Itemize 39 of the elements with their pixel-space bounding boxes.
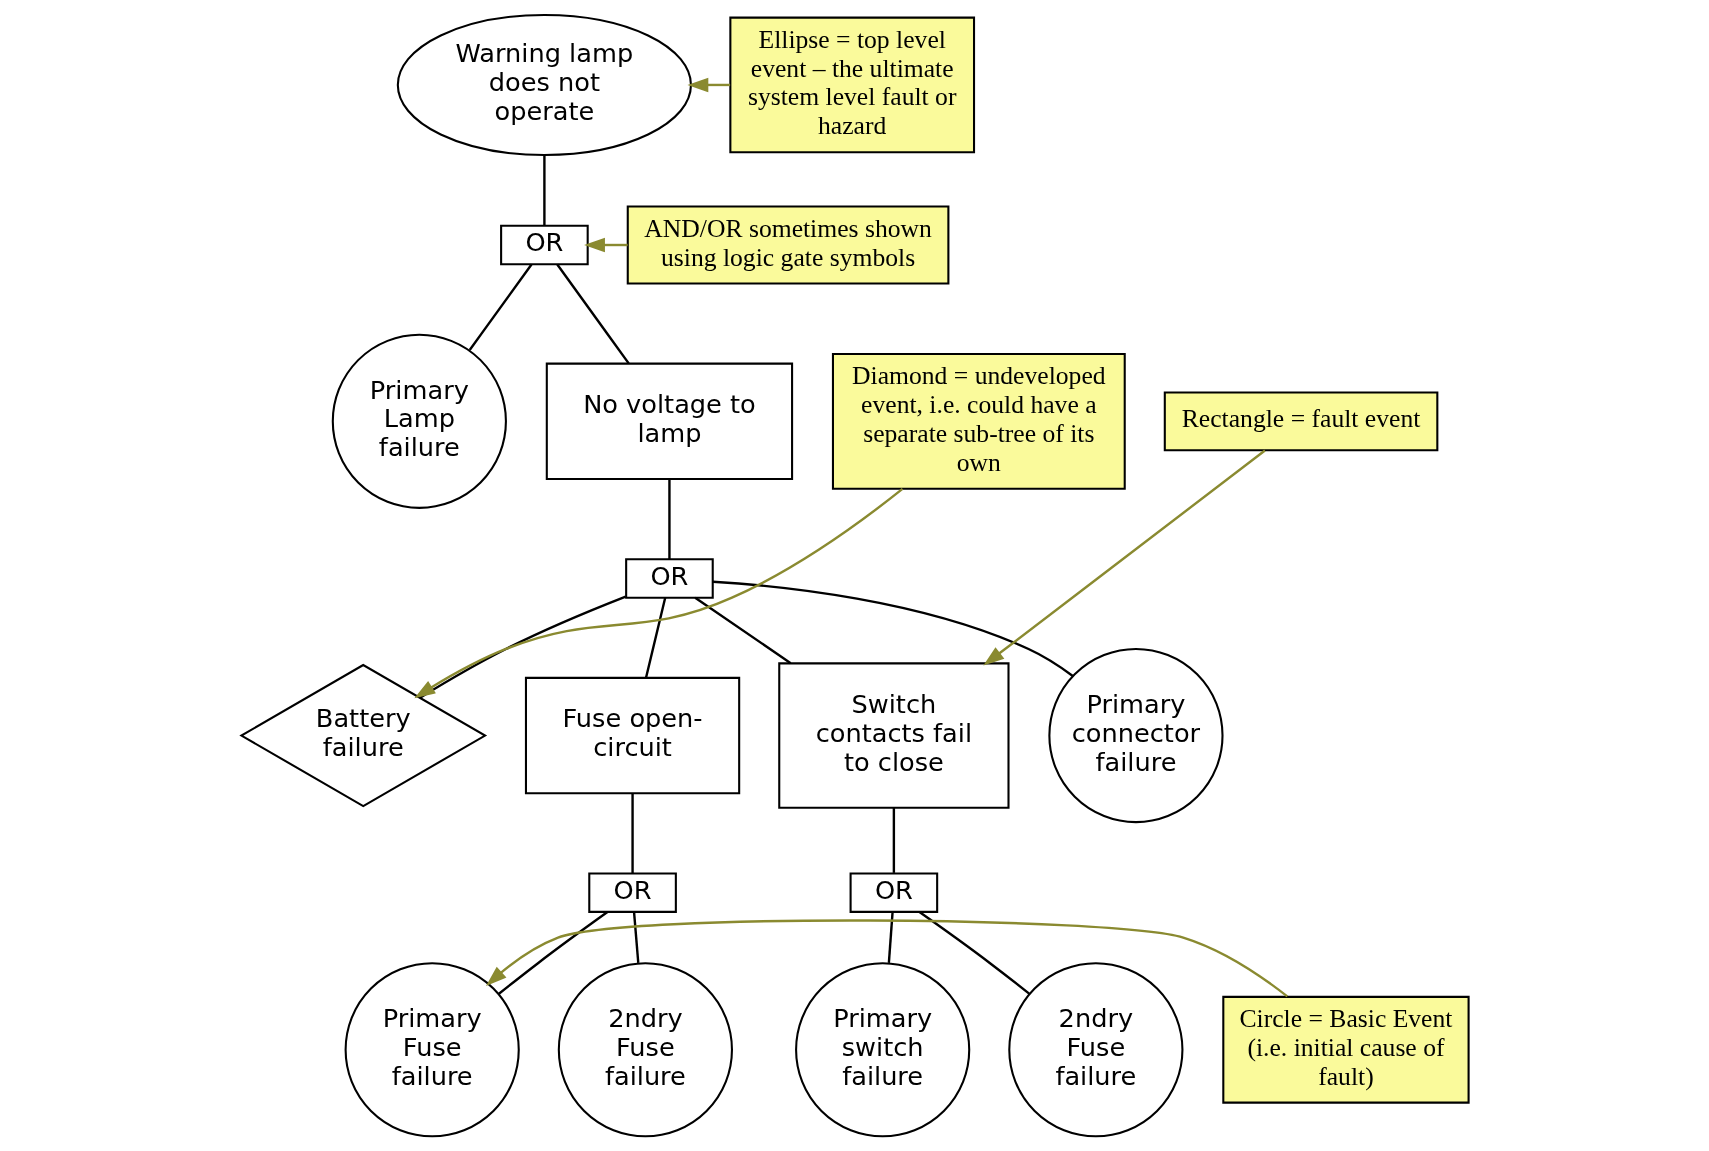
node-box: OR <box>849 872 938 913</box>
connector <box>497 911 608 995</box>
node-circle: Primary Lamp failure <box>331 333 507 509</box>
arrow <box>583 237 628 253</box>
node-circle: Primary switch failure <box>794 962 970 1138</box>
connector <box>887 911 894 963</box>
connector <box>918 911 1030 995</box>
node-box: OR <box>587 872 677 913</box>
connector <box>542 155 546 226</box>
connector <box>712 580 1073 677</box>
connector <box>555 263 630 365</box>
node-box: Rectangle = fault event <box>1163 391 1438 452</box>
node-circle: 2ndry Fuse failure <box>557 962 733 1138</box>
arrow <box>982 449 1266 666</box>
connector <box>892 807 895 873</box>
connector <box>644 597 666 678</box>
node-diamond: Battery failure <box>238 663 487 808</box>
node-box: Diamond = undeveloped event, i.e. could have a separate sub-tree of its own <box>831 352 1126 490</box>
arrow <box>413 487 903 699</box>
arrow <box>686 77 730 93</box>
node-circle: 2ndry Fuse failure <box>1007 962 1183 1138</box>
node-box: No voltage to lamp <box>545 362 793 481</box>
connector <box>419 595 626 699</box>
node-box: OR <box>624 558 714 599</box>
node-box: Circle = Basic Event (i.e. initial cause of fault) <box>1221 995 1470 1104</box>
connector <box>667 479 671 560</box>
node-box: Ellipse = top level event – the ultimate system level fault or hazard <box>728 16 975 154</box>
connector <box>468 263 532 351</box>
arrow <box>485 919 1288 998</box>
node-box: AND/OR sometimes shown using logic gate symbols <box>626 205 949 285</box>
node-box: Fuse open-circuit <box>524 676 740 795</box>
node-box: Switch contacts fail to close <box>777 662 1010 809</box>
connector <box>694 596 791 665</box>
connector <box>632 911 639 963</box>
node-box: OR <box>499 224 589 266</box>
node-circle: Primary Fuse failure <box>344 962 520 1138</box>
node-ellipse: Warning lamp does not operate <box>396 13 692 156</box>
connector <box>630 793 634 874</box>
node-circle: Primary connector failure <box>1047 647 1224 824</box>
